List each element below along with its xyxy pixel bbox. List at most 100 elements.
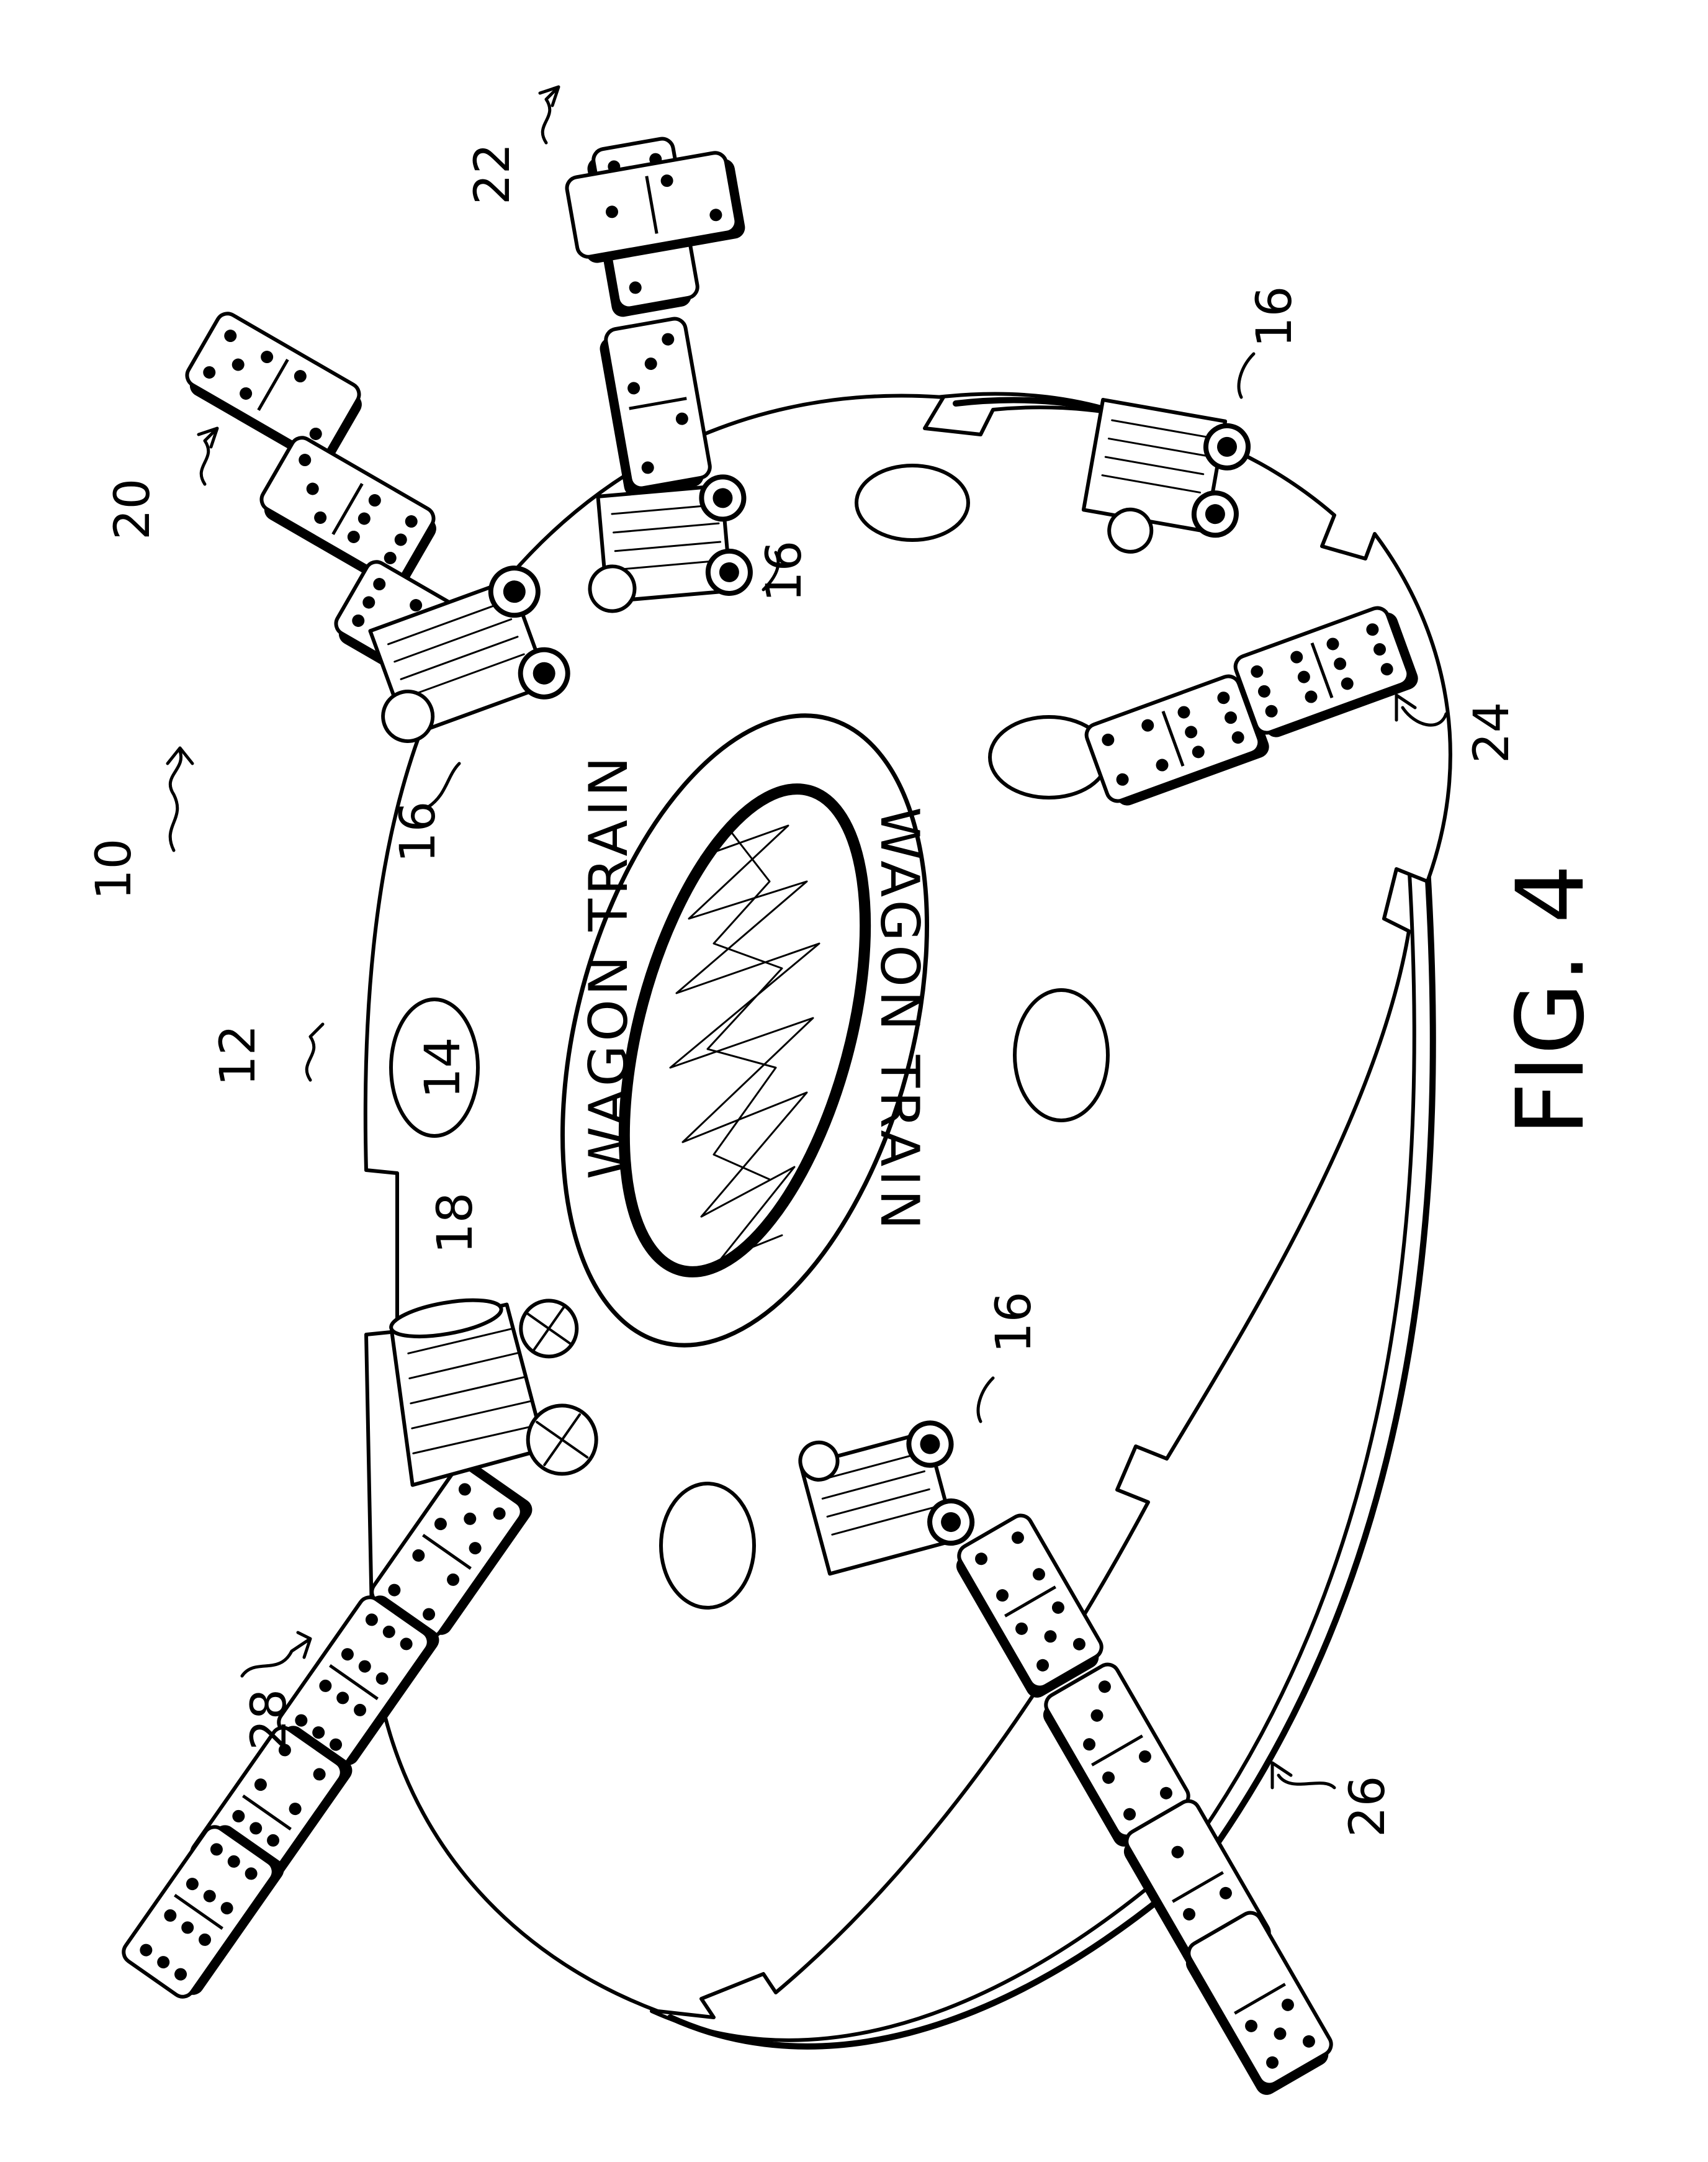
domino-pip — [267, 1834, 280, 1847]
domino-pip — [641, 461, 654, 474]
domino-pip — [319, 1679, 332, 1692]
domino-pip — [1102, 733, 1115, 746]
domino-pip — [382, 1625, 395, 1638]
domino-pip — [362, 596, 375, 609]
ref-14: 14 — [415, 1037, 471, 1099]
domino-pip — [157, 1956, 170, 1969]
ref-numerals: 10 12 14 16 16 16 16 18 20 22 24 26 28 — [86, 85, 1520, 1837]
domino-pip — [469, 1542, 482, 1555]
domino-pip — [1090, 1709, 1103, 1722]
hub-text-right: WAGON TRAIN — [868, 807, 930, 1233]
domino-pip — [1185, 726, 1198, 739]
domino-pip — [458, 1483, 471, 1496]
hub-text-left: WAGON TRAIN — [578, 753, 640, 1179]
domino-pip — [295, 1714, 308, 1727]
domino-pip — [1231, 731, 1244, 744]
domino-pip — [675, 412, 688, 425]
domino-pip — [1225, 711, 1238, 724]
domino-pip — [232, 1809, 245, 1822]
ref-16-top: 16 — [390, 801, 446, 863]
domino-pip — [309, 427, 322, 440]
domino-pip — [1177, 706, 1190, 719]
domino-pip — [1171, 1845, 1184, 1858]
domino-pip — [405, 515, 418, 528]
domino-pip — [220, 1902, 233, 1915]
domino-pip — [1297, 670, 1310, 683]
domino-pip — [447, 1573, 460, 1586]
domino-pip — [464, 1512, 477, 1525]
domino-pip — [1183, 1908, 1196, 1921]
domino-pip — [254, 1778, 267, 1791]
domino-pip — [629, 281, 642, 294]
domino-pip — [245, 1867, 258, 1880]
domino-pip — [210, 1843, 223, 1856]
domino-pip — [199, 1933, 212, 1946]
domino-pip — [373, 578, 386, 591]
domino-pip — [347, 530, 360, 543]
domino-pip — [384, 551, 397, 564]
domino-pip — [388, 1583, 401, 1597]
domino-pip — [312, 1726, 325, 1739]
space-hole — [659, 1482, 756, 1610]
game-board: WAGON TRAIN WAGON TRAIN — [363, 392, 1452, 2050]
ref-10: 10 — [86, 839, 142, 900]
domino-train-26-tile — [1185, 1911, 1333, 2095]
domino-pip — [1072, 1637, 1085, 1651]
domino-pip — [1265, 705, 1278, 718]
space-14 — [389, 998, 480, 1138]
domino-pip — [1257, 685, 1270, 698]
domino-train-24-tile — [1084, 674, 1269, 806]
domino-pip — [627, 382, 640, 395]
domino-pip — [1116, 773, 1129, 786]
domino-pip — [1217, 691, 1230, 705]
domino-pip — [140, 1944, 153, 1957]
hub-center — [618, 783, 871, 1277]
domino-train-28-tile — [122, 1825, 284, 1999]
ref-22: 22 — [465, 143, 521, 205]
domino-pip — [1138, 1750, 1151, 1763]
domino-pip — [1334, 657, 1347, 670]
domino-pip — [240, 387, 253, 400]
domino-pip — [1251, 665, 1264, 678]
domino-train-26-tile — [956, 1513, 1103, 1698]
domino-train-28-tile — [277, 1595, 439, 1769]
space-hole — [855, 464, 970, 542]
domino-pip — [1032, 1568, 1045, 1581]
domino-pip — [709, 209, 722, 222]
domino-pip — [1326, 637, 1339, 651]
domino-pip — [1373, 643, 1387, 656]
domino-pip — [336, 1691, 349, 1705]
domino-pip — [186, 1878, 199, 1891]
domino-pip — [1098, 1680, 1111, 1693]
domino-pip — [605, 205, 618, 218]
cart-18 — [389, 1298, 598, 1487]
domino-pip — [1156, 759, 1169, 772]
domino-pip — [1274, 2027, 1287, 2040]
domino-pip — [365, 1613, 378, 1626]
domino-pip — [1036, 1659, 1050, 1672]
domino-pip — [996, 1589, 1009, 1602]
domino-pip — [1341, 677, 1354, 690]
ref-16-inner: 16 — [757, 541, 812, 602]
space-hole — [1013, 988, 1110, 1122]
ref-26: 26 — [1340, 1776, 1396, 1837]
domino-pip — [231, 358, 245, 371]
domino-pip — [394, 533, 407, 546]
wagon-16-bottom — [798, 1420, 975, 1576]
domino-pip — [1141, 719, 1154, 732]
ref-20: 20 — [105, 479, 161, 540]
domino-pip — [261, 351, 274, 364]
hub-shading — [706, 824, 783, 1181]
domino-pip — [400, 1637, 413, 1651]
wagon-16-right — [1081, 398, 1251, 554]
ref-24: 24 — [1464, 702, 1520, 763]
domino-pip — [1083, 1738, 1096, 1751]
domino-pip — [368, 494, 381, 507]
domino-pip — [375, 1672, 389, 1685]
domino-pip — [357, 512, 371, 525]
domino-pip — [423, 1608, 436, 1621]
ref-18: 18 — [428, 1192, 483, 1254]
domino-pip — [662, 333, 675, 346]
domino-pip — [975, 1552, 988, 1565]
